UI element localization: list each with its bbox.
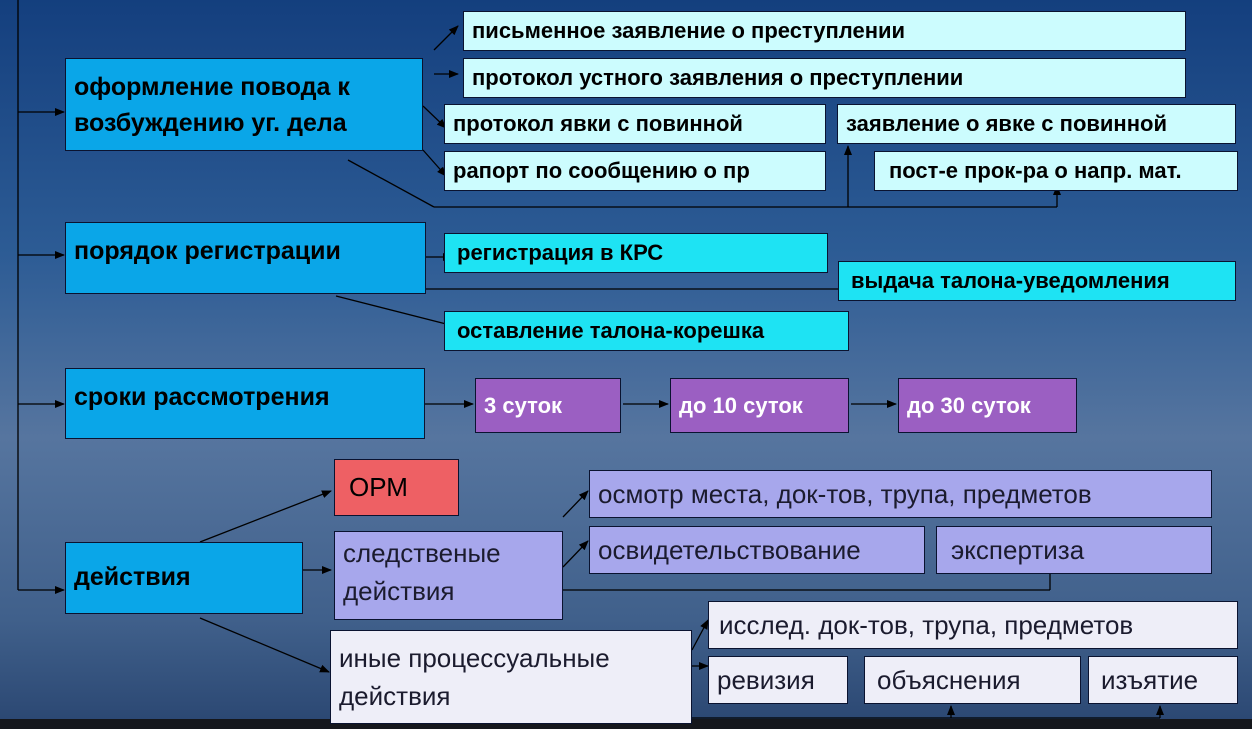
node-terms-label: сроки рассмотрения <box>74 383 330 411</box>
node-research: исслед. док-тов, трупа, предметов <box>708 601 1238 649</box>
node-notification-coupon: выдача талона-уведомления <box>838 261 1236 301</box>
node-examination-label: освидетельствование <box>598 534 861 565</box>
node-orm: ОРМ <box>334 459 459 516</box>
node-registration-label: порядок регистрации <box>74 237 341 265</box>
node-term-3-days: 3 суток <box>475 378 621 433</box>
node-orm-label: ОРМ <box>349 472 408 502</box>
node-surrender-statement-label: заявление о явке с повинной <box>846 111 1167 136</box>
node-explanations: объяснения <box>864 656 1081 704</box>
node-report-label: рапорт по сообщению о пр <box>453 158 750 183</box>
node-actions-label: действия <box>74 563 191 591</box>
node-investigative-actions: следственые действия <box>334 531 563 620</box>
node-expertise-label: экспертиза <box>951 534 1085 565</box>
node-terms: сроки рассмотрения <box>65 368 425 439</box>
node-other-procedural-actions: иные процессуальные действия <box>330 630 692 724</box>
node-surrender-protocol: протокол явки с повинной <box>444 104 826 144</box>
node-notification-coupon-label: выдача талона-уведомления <box>851 268 1170 293</box>
node-audit: ревизия <box>708 656 848 704</box>
node-seizure-label: изъятие <box>1101 664 1199 695</box>
node-grounds-label: оформление повода к возбуждению уг. дела <box>74 73 350 137</box>
node-expertise: экспертиза <box>936 526 1212 574</box>
node-surrender-protocol-label: протокол явки с повинной <box>453 111 743 136</box>
node-term-30-days: до 30 суток <box>898 378 1077 433</box>
node-research-label: исслед. док-тов, трупа, предметов <box>719 609 1134 640</box>
node-registration: порядок регистрации <box>65 222 426 294</box>
node-written-statement: письменное заявление о преступлении <box>463 11 1186 51</box>
node-term-3-days-label: 3 суток <box>484 392 563 418</box>
node-coupon-stub: оставление талона-корешка <box>444 311 849 351</box>
node-krs-registration-label: регистрация в КРС <box>457 240 664 265</box>
node-term-10-days-label: до 10 суток <box>679 392 803 418</box>
node-audit-label: ревизия <box>717 664 815 695</box>
node-actions: действия <box>65 542 303 614</box>
node-other-procedural-actions-label: иные процессуальные действия <box>339 643 610 711</box>
node-surrender-statement: заявление о явке с повинной <box>837 104 1236 144</box>
node-written-statement-label: письменное заявление о преступлении <box>472 18 906 43</box>
node-prosecutor-decision-label: пост-е прок-ра о напр. мат. <box>889 158 1182 183</box>
node-examination: освидетельствование <box>589 526 925 574</box>
node-inspection-label: осмотр места, док-тов, трупа, предметов <box>598 478 1092 509</box>
node-investigative-actions-label: следственые действия <box>343 538 501 606</box>
node-krs-registration: регистрация в КРС <box>444 233 828 273</box>
node-oral-statement-protocol: протокол устного заявления о преступлени… <box>463 58 1186 98</box>
node-term-30-days-label: до 30 суток <box>907 392 1031 418</box>
node-explanations-label: объяснения <box>877 664 1021 695</box>
node-oral-statement-protocol-label: протокол устного заявления о преступлени… <box>472 65 964 90</box>
node-inspection: осмотр места, док-тов, трупа, предметов <box>589 470 1212 518</box>
node-term-10-days: до 10 суток <box>670 378 849 433</box>
node-report: рапорт по сообщению о пр <box>444 151 826 191</box>
node-seizure: изъятие <box>1088 656 1238 704</box>
node-coupon-stub-label: оставление талона-корешка <box>457 318 765 343</box>
node-grounds: оформление повода к возбуждению уг. дела <box>65 58 423 151</box>
bottom-strip <box>0 719 1252 729</box>
node-prosecutor-decision: пост-е прок-ра о напр. мат. <box>874 151 1238 191</box>
